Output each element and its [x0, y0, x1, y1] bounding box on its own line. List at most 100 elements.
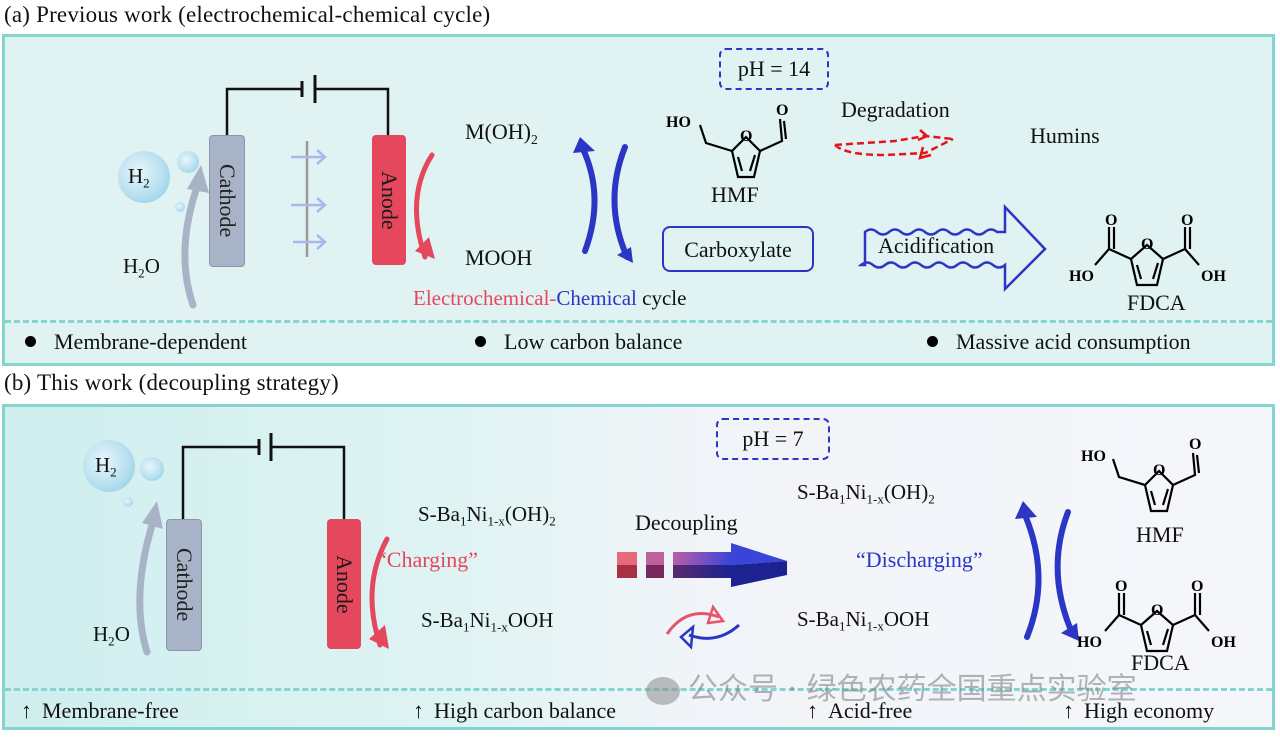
charging-label: “Charging”	[377, 547, 479, 572]
hmf-label-b: HMF	[1136, 522, 1184, 547]
decoupling-segment	[617, 552, 637, 565]
panel-b-divider	[5, 688, 1272, 691]
tiny-bubble	[175, 202, 185, 212]
h2-label-b: H2	[95, 453, 117, 480]
bullet-membrane-dependent: Membrane-dependent	[25, 329, 247, 355]
water-to-h2-arrow	[181, 165, 209, 309]
svg-text:O: O	[1115, 578, 1127, 595]
panel-a-title: (a) Previous work (electrochemical-chemi…	[4, 2, 491, 27]
up-arrow-icon: ↑	[21, 698, 32, 723]
h2-label: H2	[128, 164, 150, 191]
right-oh2-formula: S-Ba1Ni1-x(OH)2	[797, 480, 935, 507]
decoupling-segment	[617, 565, 637, 578]
bullet-dot-icon	[927, 336, 938, 348]
mooh-label: MOOH	[465, 245, 533, 270]
panel-b: H2 H2O Cathode Anode “Charging” S-Ba1Ni1…	[2, 404, 1275, 730]
fdca-label-a: FDCA	[1127, 290, 1186, 315]
hmf-molecule-b: HO O O	[1081, 436, 1201, 513]
circuit-wire-b	[181, 433, 346, 519]
water-to-h2-arrow-b	[136, 501, 163, 656]
ion-arrow	[291, 149, 327, 250]
decoupling-segment	[646, 565, 664, 578]
membrane	[291, 141, 327, 257]
acidification-arrow	[857, 203, 1047, 293]
up-arrow-icon: ↑	[413, 698, 424, 723]
bullet-membrane-free: ↑Membrane-free	[21, 698, 179, 723]
h2o-label: H2O	[123, 254, 160, 281]
cathode-electrode-b: Cathode	[166, 519, 202, 651]
svg-text:O: O	[1153, 462, 1165, 479]
bullet-acid-free: ↑Acid-free	[807, 698, 913, 723]
right-ooh-formula: S-Ba1Ni1-xOOH	[797, 607, 930, 634]
fdca-molecule-b: O O O HO OH	[1077, 578, 1236, 653]
bullet-high-economy: ↑High economy	[1063, 698, 1215, 723]
hmf-label: HMF	[711, 182, 759, 207]
carboxylate-box: Carboxylate	[662, 226, 814, 272]
h2-bubble-b	[83, 440, 135, 492]
decoupling-segment	[646, 552, 664, 565]
svg-text:HO: HO	[1069, 268, 1094, 285]
anode-reaction-arrow	[414, 152, 435, 260]
decoupling-head	[731, 543, 787, 565]
svg-text:O: O	[1189, 436, 1201, 453]
svg-text:HO: HO	[666, 114, 691, 131]
fdca-label-b: FDCA	[1131, 650, 1190, 675]
svg-text:OH: OH	[1201, 268, 1226, 285]
h2o-label-b: H2O	[93, 622, 130, 649]
cathode-electrode: Cathode	[209, 135, 245, 267]
svg-text:O: O	[740, 128, 752, 145]
humins-label: Humins	[1030, 123, 1100, 148]
cathode-label: Cathode	[215, 164, 240, 238]
decoupling-shaft-shade	[673, 565, 731, 578]
bullet-dot-icon	[25, 336, 36, 348]
ph-14-badge: pH = 14	[719, 48, 829, 90]
bullet-massive-acid: Massive acid consumption	[927, 329, 1191, 355]
m-oh2-label: M(OH)2	[465, 119, 538, 147]
decoupling-shaft	[673, 552, 731, 565]
cycle-caption: Electrochemical-Chemical cycle	[413, 286, 687, 310]
up-arrow-icon: ↑	[807, 698, 818, 723]
fdca-molecule-a: O O O HO OH	[1069, 212, 1226, 287]
svg-text:O: O	[1181, 212, 1193, 229]
svg-text:O: O	[776, 102, 788, 119]
hmf-molecule: HO O O	[666, 102, 788, 179]
bullet-high-carbon-balance: ↑High carbon balance	[413, 698, 617, 723]
anode-electrode-b: Anode	[327, 519, 361, 649]
panel-b-title: (b) This work (decoupling strategy)	[4, 370, 339, 395]
redox-cycle-arrows	[573, 137, 633, 263]
decoupling-arrow	[617, 543, 787, 587]
up-arrow-icon: ↑	[1063, 698, 1074, 723]
svg-text:O: O	[1105, 212, 1117, 229]
degradation-label: Degradation	[841, 97, 950, 122]
circuit-wire	[225, 75, 390, 135]
decoupling-label: Decoupling	[635, 510, 738, 535]
panel-a: H2 H2O Cathode Anode M(OH)2 MOOH pH = 14	[2, 34, 1275, 366]
bullet-dot-icon	[475, 336, 486, 348]
svg-text:O: O	[1141, 236, 1153, 253]
reversible-cycle-arrows	[665, 604, 741, 650]
discharging-label: “Discharging”	[856, 547, 983, 572]
svg-text:O: O	[1191, 578, 1203, 595]
charging-arrow	[369, 536, 390, 649]
decoupling-head-shade	[731, 561, 787, 587]
anode-electrode: Anode	[372, 135, 406, 265]
wechat-icon	[646, 676, 680, 705]
tiny-bubble-b	[123, 497, 133, 507]
small-bubble	[177, 151, 199, 173]
h2-bubble	[118, 151, 170, 203]
ph-7-badge: pH = 7	[716, 418, 830, 460]
small-bubble-b	[140, 457, 164, 481]
svg-text:HO: HO	[1081, 448, 1106, 465]
svg-text:OH: OH	[1211, 634, 1236, 651]
discharging-cycle-arrows	[1015, 501, 1079, 641]
anode-label-b: Anode	[332, 554, 357, 614]
degradation-arrow	[834, 129, 954, 160]
svg-text:HO: HO	[1077, 634, 1102, 651]
acidification-label: Acidification	[878, 233, 995, 258]
svg-text:O: O	[1151, 602, 1163, 619]
bullet-low-carbon-balance: Low carbon balance	[475, 329, 682, 355]
watermark: 公众号 · 绿色农药全国重点实验室	[646, 664, 1137, 708]
left-oh2-formula: S-Ba1Ni1-x(OH)2	[418, 502, 556, 529]
cathode-label-b: Cathode	[172, 548, 197, 622]
panel-a-divider	[5, 320, 1272, 323]
